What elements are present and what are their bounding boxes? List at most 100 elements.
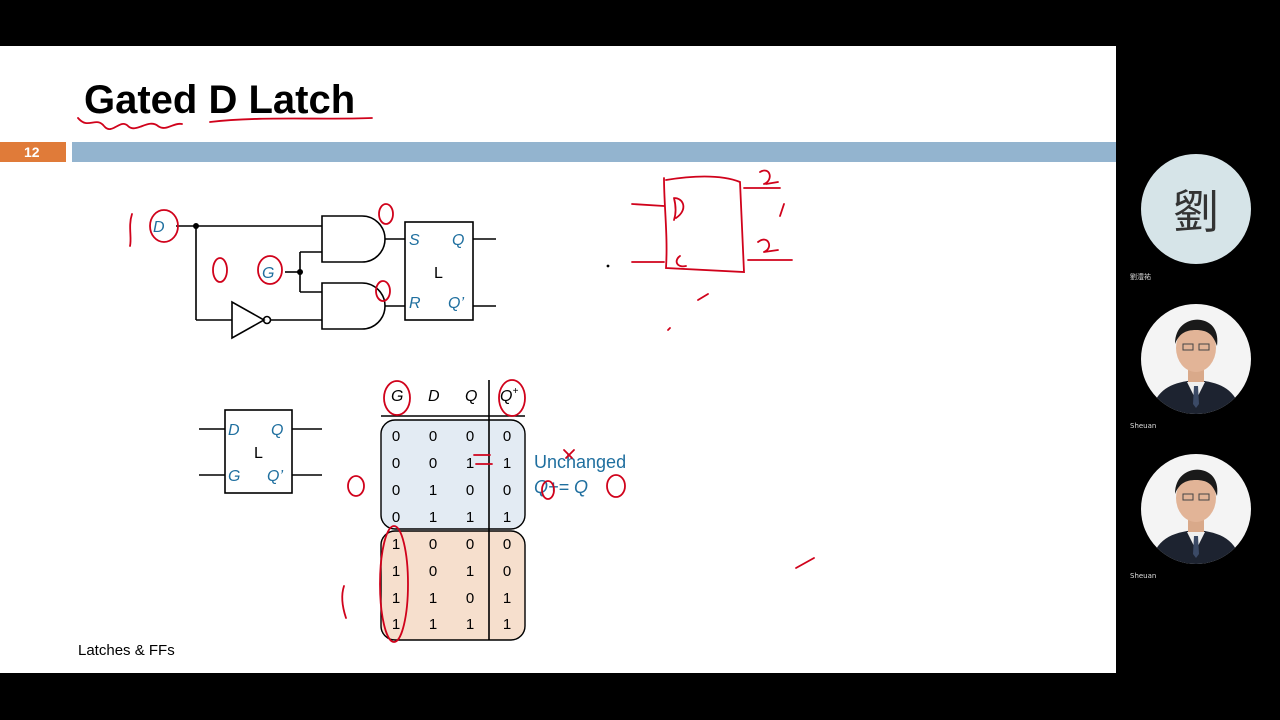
table-cell: 1 — [392, 563, 400, 580]
participant-tile-1[interactable]: 劉 — [1141, 154, 1251, 264]
annotation-unchanged: Unchanged — [534, 452, 626, 472]
ink-g — [675, 255, 687, 268]
table-cell: 0 — [429, 428, 437, 445]
table-cell: 1 — [503, 590, 511, 607]
table-cell: 0 — [466, 590, 474, 607]
ink-zero-5 — [541, 480, 555, 500]
table-cell: 1 — [392, 590, 400, 607]
header-bar — [72, 142, 1116, 162]
table-cell: 0 — [503, 482, 511, 499]
ink-circle-qplus — [498, 379, 526, 417]
latch-qbar-label: Q’ — [448, 295, 464, 312]
table-cell: 1 — [429, 509, 437, 526]
avatar-photo-icon — [1141, 454, 1251, 564]
table-cell: 0 — [466, 482, 474, 499]
circuit-diagram — [176, 215, 496, 340]
inverter-gate — [231, 300, 266, 340]
symbol-qbar-label: Q’ — [267, 468, 283, 485]
table-cell: 1 — [503, 509, 511, 526]
latch-box — [404, 221, 474, 321]
participant-tile-3[interactable] — [1141, 454, 1251, 564]
table-cell: 0 — [429, 563, 437, 580]
latch-q-label: Q — [452, 232, 464, 249]
and-gate-bottom — [321, 282, 386, 330]
participant-name-3: Sheuan — [1130, 572, 1157, 580]
table-cell: 1 — [466, 563, 474, 580]
ink-circle-g — [257, 255, 283, 285]
table-cell: 1 — [503, 455, 511, 472]
table-cell: 0 — [392, 428, 400, 445]
ink-mark-1 — [129, 213, 133, 247]
annotation-equation: Q+= Q — [534, 477, 588, 497]
ink-circle-g1 — [379, 525, 409, 643]
table-cell: 1 — [466, 455, 474, 472]
symbol-name: L — [254, 445, 263, 462]
page-number: 12 — [0, 142, 66, 162]
inverter-bubble — [262, 315, 272, 325]
table-cell: 1 — [466, 616, 474, 633]
underline-squiggle — [77, 117, 183, 130]
ink-circle-d — [149, 209, 179, 243]
table-cell: 0 — [466, 428, 474, 445]
ink-zero-1 — [212, 257, 228, 283]
table-cell: 0 — [429, 536, 437, 553]
table-cell: 1 — [429, 616, 437, 633]
table-cell: 0 — [503, 428, 511, 445]
table-cell: 0 — [392, 509, 400, 526]
slide-title: Gated D Latch — [84, 78, 356, 122]
latch-s-label: S — [409, 232, 420, 249]
ink-box — [663, 175, 745, 273]
table-cell: 0 — [503, 536, 511, 553]
table-cell: 1 — [503, 616, 511, 633]
table-cell: 1 — [429, 590, 437, 607]
th-qplus: Q+ — [500, 386, 518, 405]
and-gate-top — [321, 215, 386, 263]
table-cell: 1 — [466, 509, 474, 526]
table-cell: 0 — [466, 536, 474, 553]
junction-d — [193, 223, 199, 229]
ink-circle-g-header — [383, 380, 411, 416]
ink-mark-2 — [341, 585, 347, 619]
symbol-g-label: G — [228, 468, 240, 485]
pen-annotations — [77, 117, 815, 643]
ink-q-top — [759, 169, 779, 185]
th-q: Q — [465, 388, 477, 405]
junction-g — [297, 269, 303, 275]
ink-box-wires — [631, 187, 793, 263]
stray-dot — [606, 264, 610, 268]
ink-zero-4 — [347, 475, 365, 497]
ink-dash — [473, 454, 493, 465]
underline-latch — [209, 117, 373, 123]
participant-initial: 劉 — [1173, 185, 1219, 239]
table-cell: 0 — [392, 455, 400, 472]
symbol-d-label: D — [228, 422, 240, 439]
ink-dash-2 — [795, 557, 815, 569]
participant-name-1: 劉澧祐 — [1130, 273, 1151, 281]
participant-name-2: Sheuan — [1130, 422, 1157, 430]
ink-zero-3 — [375, 280, 391, 302]
ink-zero-6 — [606, 474, 626, 498]
participant-tile-2[interactable] — [1141, 304, 1251, 414]
footer-label: Latches & FFs — [78, 642, 175, 659]
table-header: G D Q Q+ — [391, 386, 518, 405]
slide: Gated D Latch 12 D G S — [0, 46, 1116, 673]
table-cell: 0 — [392, 482, 400, 499]
table-cell: 1 — [429, 482, 437, 499]
symbol-q-label: Q — [271, 422, 283, 439]
th-d: D — [428, 388, 440, 405]
table-cell: 0 — [503, 563, 511, 580]
circuit-input-g: G — [262, 265, 274, 282]
ink-q-bottom — [757, 203, 785, 253]
ink-ticks — [667, 293, 709, 331]
latch-r-label: R — [409, 295, 421, 312]
slide-drawing: D G S R Q Q’ L D Q G Q’ L G D — [77, 117, 815, 643]
latch-symbol — [199, 409, 322, 494]
symbol-box — [224, 409, 293, 494]
table-cell: 1 — [392, 536, 400, 553]
ink-d — [673, 197, 685, 221]
circuit-input-d: D — [153, 219, 165, 236]
table-cell: 0 — [429, 455, 437, 472]
th-g: G — [391, 388, 403, 405]
latch-name: L — [434, 265, 443, 282]
